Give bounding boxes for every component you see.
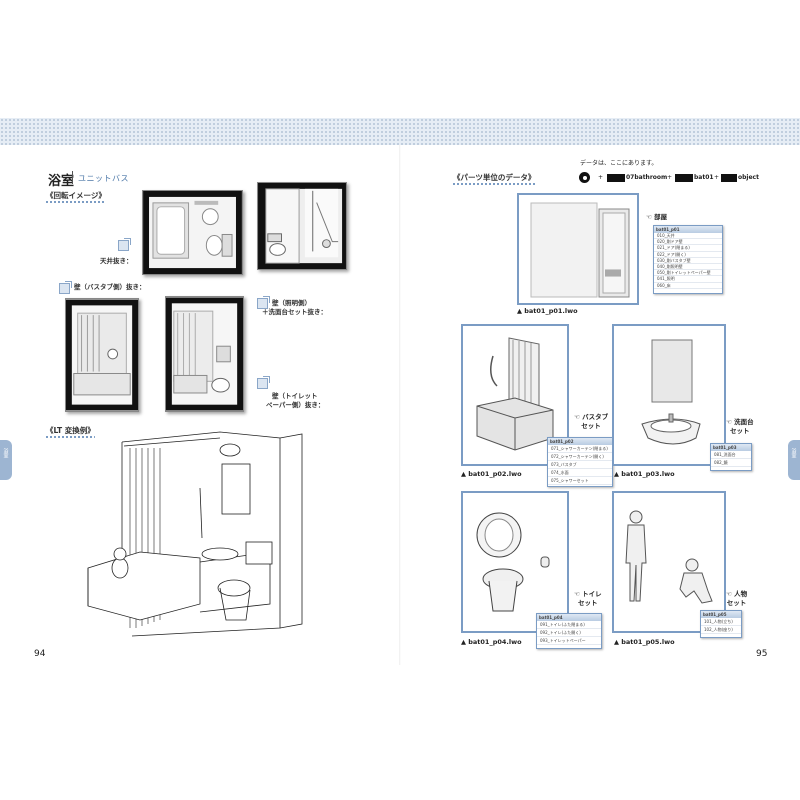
part-caption-toilet: ▲ bat01_p04.lwo xyxy=(461,638,522,646)
part-frame-room xyxy=(517,193,639,305)
layer-panel-bathtub: bat01_p02 071_シャワーカーテン(閉まる) 072_シャワーカーテン… xyxy=(547,437,613,487)
page-subtitle: ユニットバス xyxy=(78,174,129,183)
label-toilet-wall-line2: ペーパー側）抜き： xyxy=(266,401,325,409)
layer-row[interactable]: 073_バスタブ xyxy=(548,461,612,469)
part-caption-sink: ▲ bat01_p03.lwo xyxy=(614,470,675,478)
render-door-wall-removed xyxy=(257,182,347,270)
layer-row[interactable]: 093_トイレットペーパー xyxy=(537,637,601,645)
page-number-left: 94 xyxy=(34,649,46,659)
path-bat: bat01 xyxy=(694,174,714,181)
path-plus: + xyxy=(598,174,604,181)
render-light-wall-removed xyxy=(165,296,244,412)
layer-row[interactable]: 102_人物(座り) xyxy=(701,626,741,634)
layer-panel-title: bat01_p04 xyxy=(537,614,601,621)
part-tag-people: ☜ 人物セット xyxy=(726,590,748,607)
layer-panel-people: bat01_p05 101_人物(立ち) 102_人物(座り) xyxy=(700,610,742,638)
section-lt-heading: 《LT 変換例》 xyxy=(46,425,95,438)
layer-row[interactable]: 092_トイレ(ふた開く) xyxy=(537,629,601,637)
layer-panel-toilet: bat01_p04 091_トイレ(ふた閉まる) 092_トイレ(ふた開く) 0… xyxy=(536,613,602,649)
path-plus: + xyxy=(667,174,673,181)
layer-row[interactable]: 091_トイレ(ふた閉まる) xyxy=(537,621,601,629)
disc-icon xyxy=(579,172,590,183)
layer-row[interactable]: 060_床 xyxy=(654,283,722,289)
cube-icon xyxy=(257,296,270,309)
section-parts-heading: 《パーツ単位のデータ》 xyxy=(453,172,536,185)
layer-panel-title: bat01_p02 xyxy=(548,438,612,445)
path-bathroom: 07bathroom xyxy=(626,174,668,181)
layer-panel-room: bat01_p01 010_天井 020_剛ドア壁 021_ドア(閉まる) 02… xyxy=(653,225,723,294)
title-divider xyxy=(72,171,73,184)
layer-row[interactable]: 022_ドア(開く) xyxy=(654,252,722,258)
page-gutter xyxy=(399,145,401,665)
label-light-wall-line2: ＋洗面台セット抜き： xyxy=(262,308,327,316)
layer-row[interactable]: 040_剛照明壁 xyxy=(654,264,722,271)
layer-row[interactable]: 081_洗面台 xyxy=(711,451,751,459)
layer-row[interactable]: 075_シャワーセット xyxy=(548,477,612,485)
layer-row[interactable]: 082_鏡 xyxy=(711,459,751,467)
render-ceiling-removed xyxy=(142,190,243,275)
layer-row[interactable]: 074_水面 xyxy=(548,469,612,477)
layer-row[interactable]: 020_剛ドア壁 xyxy=(654,239,722,246)
side-index-tab-left: 浴室 xyxy=(0,440,12,480)
folder-icon xyxy=(721,174,737,182)
layer-row[interactable]: 030_剛バスタブ壁 xyxy=(654,258,722,264)
part-frame-sink xyxy=(612,324,726,466)
layer-panel-title: bat01_p05 xyxy=(701,611,741,618)
label-bathtub-wall-removed: 壁（バスタブ側）抜き： xyxy=(74,283,146,291)
data-location-note: データは、ここにあります。 xyxy=(580,160,658,167)
part-frame-people xyxy=(612,491,726,633)
label-ceiling-removed: 天井抜き： xyxy=(100,257,133,265)
render-line-art-bathroom xyxy=(80,428,328,638)
folder-icon xyxy=(675,174,693,182)
part-tag-room: ☜ 部屋 xyxy=(646,213,668,221)
layer-row[interactable]: 072_シャワーカーテン(開く) xyxy=(548,453,612,461)
part-tag-toilet: ☜ トイレセット xyxy=(574,590,602,607)
cube-icon xyxy=(59,281,72,294)
cube-icon xyxy=(257,376,270,389)
layer-row[interactable]: 101_人物(立ち) xyxy=(701,618,741,626)
layer-panel-title: bat01_p01 xyxy=(654,226,722,233)
layer-row[interactable]: 050_剛トイレットペーパー壁 xyxy=(654,270,722,277)
cube-icon xyxy=(118,238,131,251)
part-tag-bathtub: ☜ バスタブセット xyxy=(574,413,609,430)
layer-panel-title: bat01_p03 xyxy=(711,444,751,451)
part-frame-toilet xyxy=(461,491,569,633)
part-caption-people: ▲ bat01_p05.lwo xyxy=(614,638,675,646)
part-tag-sink: ☜ 洗面台セット xyxy=(726,418,754,435)
part-caption-room: ▲ bat01_p01.lwo xyxy=(517,307,578,315)
side-index-tab-right: 浴室 xyxy=(788,440,800,480)
part-caption-bathtub: ▲ bat01_p02.lwo xyxy=(461,470,522,478)
layer-panel-sink: bat01_p03 081_洗面台 082_鏡 xyxy=(710,443,752,471)
part-frame-bathtub xyxy=(461,324,569,466)
page-number-right: 95 xyxy=(756,649,768,659)
section-rotation-heading: 《回転イメージ》 xyxy=(46,190,106,203)
layer-row[interactable]: 071_シャワーカーテン(閉まる) xyxy=(548,445,612,453)
label-light-wall-line1: 壁（照明側） xyxy=(272,299,311,307)
layer-row[interactable]: 021_ドア(閉まる) xyxy=(654,245,722,252)
layer-row[interactable]: 010_天井 xyxy=(654,233,722,240)
folder-icon xyxy=(607,174,625,182)
label-toilet-wall-line1: 壁（トイレット xyxy=(272,392,318,400)
layer-row[interactable]: 041_照明 xyxy=(654,276,722,283)
header-dotted-band xyxy=(0,118,800,145)
path-object: object xyxy=(738,174,759,181)
path-plus: + xyxy=(714,174,720,181)
render-bathtub-wall-removed xyxy=(65,298,139,412)
page-title: 浴室 xyxy=(48,174,75,189)
